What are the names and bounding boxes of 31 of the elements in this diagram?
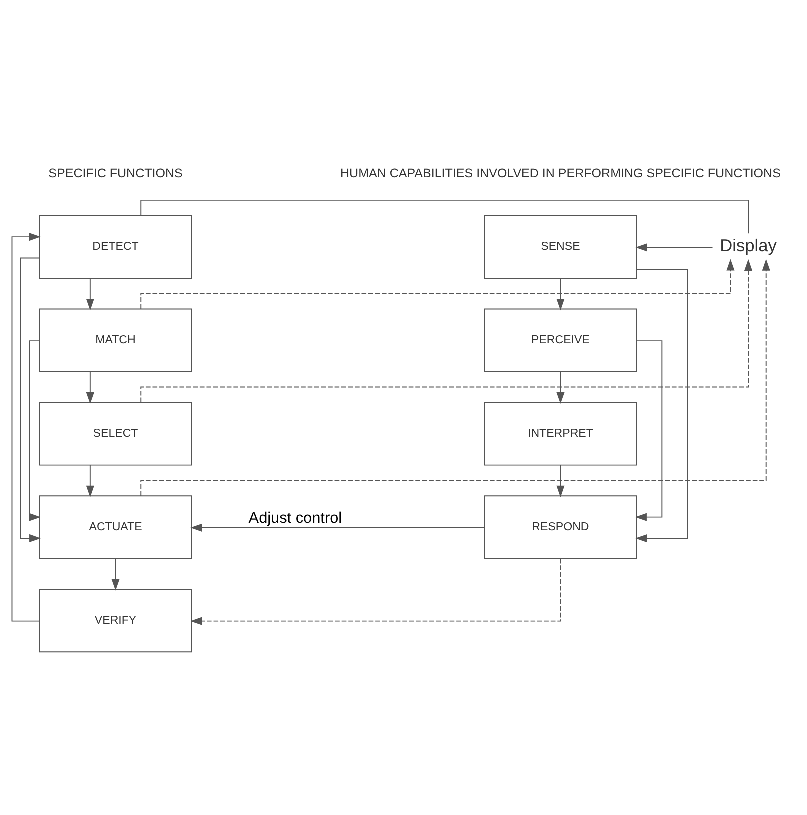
arrow [556, 464, 565, 497]
label: SPECIFIC FUNCTIONS [48, 166, 183, 180]
arrow [140, 258, 735, 310]
node-box: PERCEIVE [484, 308, 638, 372]
node-box: MATCH [39, 308, 192, 372]
arrow [190, 558, 562, 625]
arrow [86, 278, 94, 310]
connector [140, 199, 750, 234]
arrow [556, 370, 565, 404]
node-box: ACTUATE [39, 495, 192, 559]
node-text: Display [720, 234, 777, 255]
node-box: RESPOND [484, 495, 638, 559]
arrow [636, 268, 688, 542]
node-box: DETECT [39, 214, 192, 278]
arrow [29, 340, 41, 521]
edge-label: Adjust control [248, 509, 342, 526]
node-box: SENSE [484, 214, 638, 278]
arrow [12, 232, 41, 622]
arrow [86, 464, 94, 497]
arrow [556, 278, 565, 310]
node-box: VERIFY [39, 588, 192, 652]
arrow [190, 523, 485, 532]
arrow [635, 340, 663, 521]
arrow [636, 243, 714, 252]
arrow [20, 257, 42, 542]
node-box: INTERPRET [484, 402, 638, 466]
arrow [140, 258, 753, 403]
arrow [112, 558, 120, 590]
label: HUMAN CAPABILITIES INVOLVED IN PERFORMING SPECIFIC FUNCTIONS [340, 166, 781, 180]
arrow [86, 370, 94, 404]
node-box: SELECT [39, 402, 192, 466]
